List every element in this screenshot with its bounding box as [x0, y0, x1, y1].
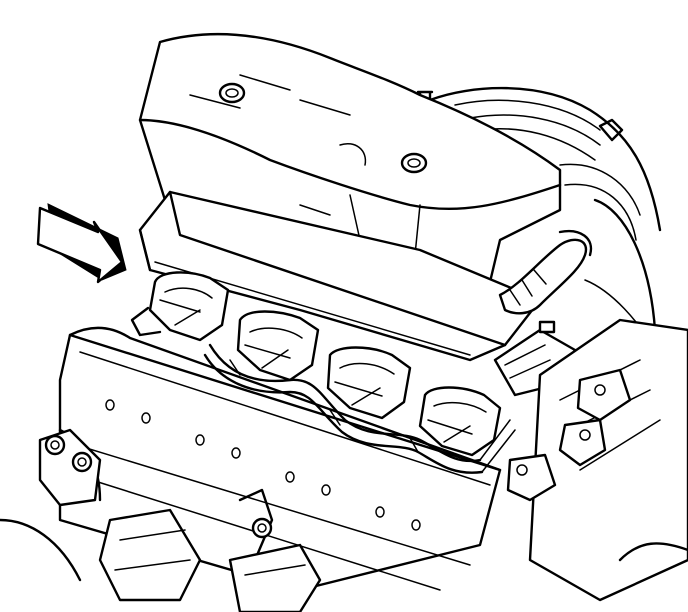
left-bracket [38, 428, 274, 562]
direction-arrow-icon [36, 203, 127, 284]
ignition-coil-1 [130, 271, 230, 342]
right-lower-components [506, 318, 688, 602]
head-bolt-holes [105, 399, 421, 531]
intake-manifold-background [416, 86, 662, 361]
ignition-coil-2 [236, 310, 320, 382]
ignition-coil-3 [326, 346, 412, 420]
ignition-coil-4 [418, 386, 502, 457]
hose [498, 229, 593, 315]
lower-mounts [0, 508, 322, 612]
